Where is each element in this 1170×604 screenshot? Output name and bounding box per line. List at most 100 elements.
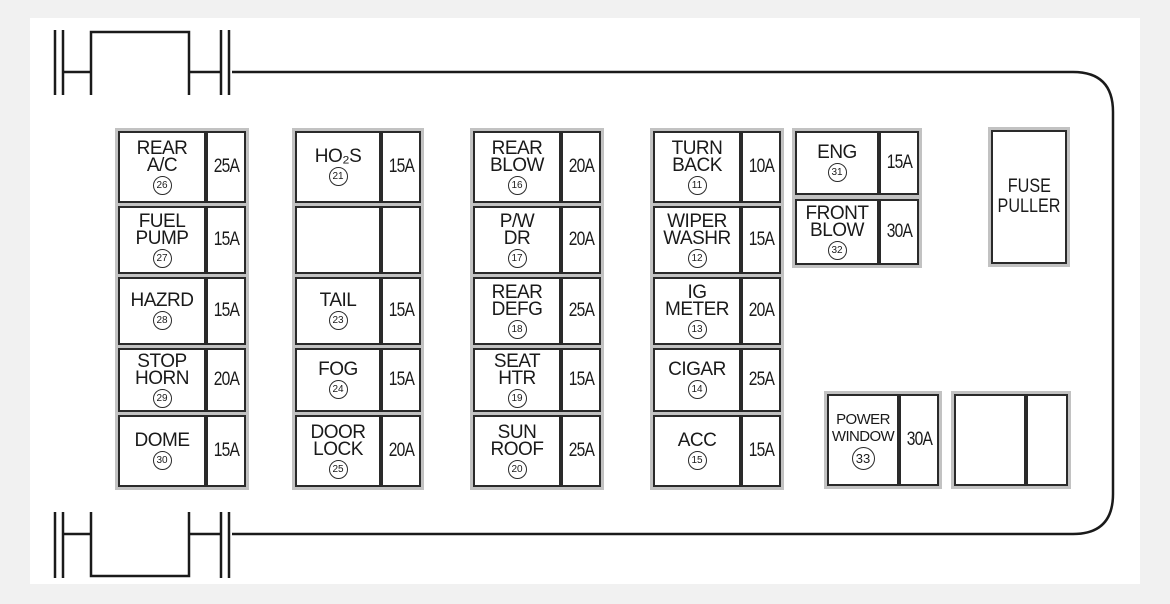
fuse-name-line: HAZRD	[130, 290, 194, 311]
fuse-amperage: 15A	[213, 440, 239, 461]
fuse-name-line: BLOW	[810, 219, 864, 241]
fuse-name-line: BLOW	[490, 154, 544, 176]
blank-slot-left	[954, 394, 1026, 486]
fuse-amperage: 15A	[568, 369, 594, 390]
fuse-name-line: REAR	[491, 281, 543, 303]
fuse-name-line: BACK	[672, 154, 722, 176]
fuse-amperage: 20A	[568, 229, 594, 250]
fuse-amperage-cell: 15A	[206, 206, 246, 274]
fuse-name-line: P/W	[499, 210, 535, 232]
fuse-amperage: 15A	[388, 369, 414, 390]
fuse-number-badge: 23	[328, 311, 348, 330]
fuse-name: CIGAR	[668, 360, 726, 379]
fuse-amperage: 20A	[213, 369, 239, 390]
fuse-amperage-cell: 20A	[561, 206, 601, 274]
fuse-number-badge: 14	[687, 380, 707, 399]
fuse-number-badge: 11	[687, 175, 707, 195]
fuse-name-line: LOCK	[313, 438, 363, 460]
fuse-name-cell	[295, 206, 381, 274]
fuse-amperage-cell: 25A	[561, 277, 601, 345]
fuse-empty-slot[interactable]	[292, 203, 424, 277]
fuse-puller-line-2: PULLER	[997, 196, 1061, 217]
fuse-amperage-cell: 25A	[741, 348, 781, 412]
fuse-amperage-cell: 20A	[381, 415, 421, 487]
fuse-amperage: 30A	[886, 221, 912, 242]
fuse-name-line: DOME	[134, 430, 191, 451]
fuse-amperage: 25A	[568, 440, 594, 461]
fuse-amperage-cell: 25A	[561, 415, 601, 487]
fuse-amperage: 25A	[748, 369, 774, 390]
fuse-name-line: SEAT	[493, 350, 541, 372]
fuse-amperage-cell	[381, 206, 421, 274]
fuse-name-line: FRONT	[805, 202, 869, 224]
fuse-amperage-cell: 10A	[741, 131, 781, 203]
fuse-amperage-cell: 15A	[381, 131, 421, 203]
fuse-name-line: HO₂S	[314, 146, 362, 167]
fuse-amperage: 30A	[906, 429, 932, 450]
fuse-box-housing	[232, 70, 1115, 536]
fuse-amperage: 20A	[568, 156, 594, 177]
fuse-number-badge: 24	[328, 380, 348, 399]
fuse-name: TAIL	[320, 291, 357, 310]
fuse-puller[interactable]: FUSE PULLER	[988, 127, 1070, 267]
blank-slot-group	[951, 391, 1071, 489]
fuse-name-line: WIPER	[667, 210, 727, 232]
fuse-amperage-cell: 20A	[741, 277, 781, 345]
fuse-name: HO₂S	[314, 146, 362, 167]
fuse-number-badge: 25	[328, 459, 348, 479]
fuse-amperage-cell: 15A	[206, 415, 246, 487]
fuse-name-line: ACC	[677, 430, 717, 451]
fuse-amperage-cell: 30A	[879, 199, 919, 265]
fuse-name-line: IG	[687, 281, 707, 303]
fuse-name-line: DEFG	[491, 298, 543, 320]
fuse-number-badge: 28	[152, 311, 172, 330]
fuse-amperage: 25A	[568, 300, 594, 321]
fuse-name-line: STOP	[137, 350, 187, 372]
fuse-name-line: REAR	[136, 137, 188, 159]
fuse-name-line: WASHR	[663, 227, 731, 249]
